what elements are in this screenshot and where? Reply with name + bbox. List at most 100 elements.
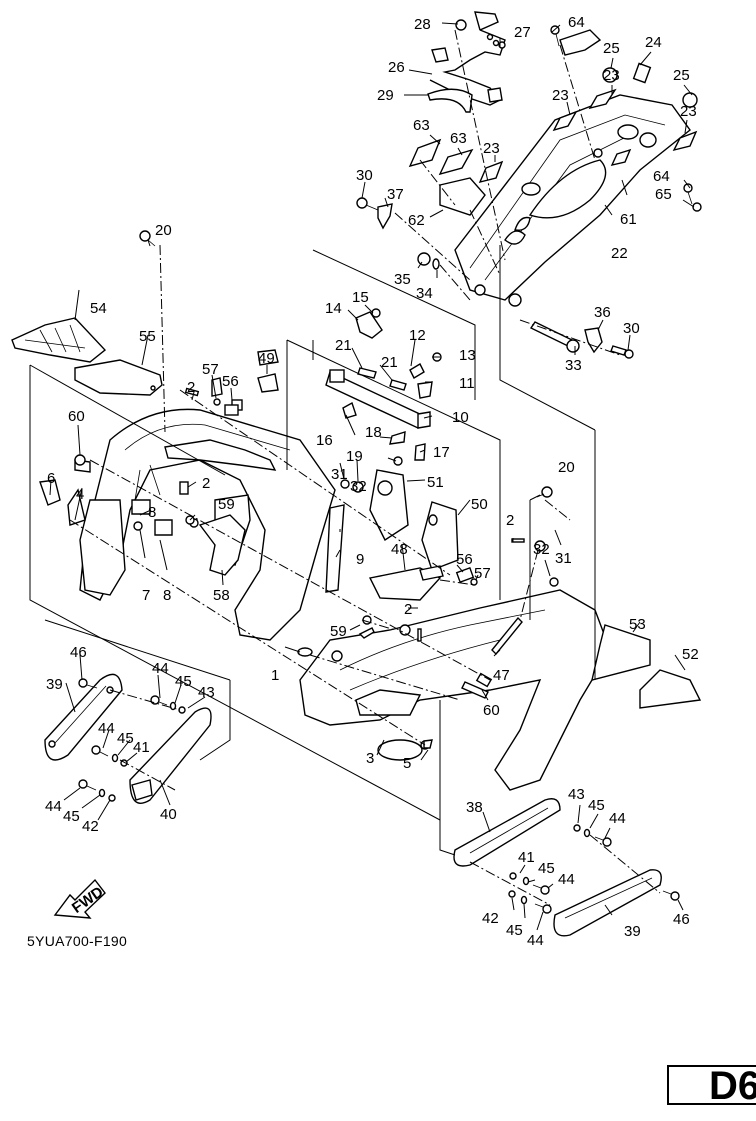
callout-45: 45 (117, 730, 134, 747)
callout-55: 55 (139, 328, 156, 345)
callout-8: 8 (148, 504, 156, 521)
page-badge-label: D6 (709, 1064, 756, 1108)
callout-52: 52 (682, 646, 699, 663)
lower-frame (297, 589, 611, 791)
leader-lines (49, 22, 695, 931)
callout-23: 23 (603, 67, 620, 84)
callout-58: 58 (213, 587, 230, 604)
callout-53: 53 (629, 616, 646, 633)
callout-31: 31 (331, 466, 348, 483)
callout-17: 17 (433, 444, 450, 461)
pads-23-63-62 (408, 62, 698, 216)
callout-44: 44 (609, 810, 626, 827)
callout-59: 59 (330, 623, 347, 640)
reference-lines (69, 29, 661, 906)
rail-39-left (44, 673, 123, 761)
page-badge: D6 (667, 1064, 756, 1108)
callout-8: 8 (163, 587, 171, 604)
rail-39-right (553, 869, 662, 937)
callout-60: 60 (68, 408, 85, 425)
callout-2: 2 (202, 475, 210, 492)
rail-fasteners (78, 678, 680, 914)
callout-44: 44 (98, 720, 115, 737)
callout-7: 7 (142, 587, 150, 604)
callout-60: 60 (483, 702, 500, 719)
callout-56: 56 (456, 551, 473, 568)
side-cover-53 (591, 624, 651, 681)
callout-25: 25 (673, 67, 690, 84)
rail-38 (453, 798, 561, 867)
spacer-56-nut-57-right (213, 398, 478, 586)
callout-39: 39 (46, 676, 63, 693)
callout-34: 34 (416, 285, 433, 302)
callout-13: 13 (459, 347, 476, 364)
callout-48: 48 (391, 541, 408, 558)
misc-fasteners (74, 230, 559, 749)
callout-11: 11 (459, 375, 475, 392)
side-cover-52 (639, 669, 702, 709)
callout-36: 36 (594, 304, 611, 321)
callout-41: 41 (133, 739, 150, 756)
callout-6: 6 (47, 470, 55, 487)
callout-9: 9 (356, 551, 364, 568)
callout-30: 30 (356, 167, 373, 184)
cover-plates-50-51 (369, 469, 459, 571)
callout-32: 32 (533, 541, 550, 558)
callout-23: 23 (552, 87, 569, 104)
callout-35: 35 (394, 271, 411, 288)
callout-42: 42 (482, 910, 499, 927)
callout-44: 44 (558, 871, 575, 888)
callout-51: 51 (427, 474, 444, 491)
callout-47: 47 (493, 667, 510, 684)
callout-59: 59 (218, 496, 235, 513)
callout-14: 14 (325, 300, 342, 317)
callout-41: 41 (518, 849, 535, 866)
callout-5: 5 (403, 755, 411, 772)
callout-4: 4 (76, 486, 84, 503)
callout-45: 45 (175, 673, 192, 690)
callout-21: 21 (335, 337, 352, 354)
cover-48 (368, 565, 444, 601)
callout-57: 57 (202, 361, 219, 378)
callout-27: 27 (514, 24, 531, 41)
callout-54: 54 (90, 300, 107, 317)
callout-46: 46 (70, 644, 87, 661)
callout-25: 25 (603, 40, 620, 57)
callout-20: 20 (155, 222, 172, 239)
assembly-boxes (29, 245, 596, 856)
callout-16: 16 (316, 432, 333, 449)
callout-31: 31 (555, 550, 572, 567)
callout-65: 65 (655, 186, 672, 203)
callout-39: 39 (624, 923, 641, 940)
rear-frame-part-22 (454, 94, 691, 307)
callout-12: 12 (409, 327, 426, 344)
callout-26: 26 (388, 59, 405, 76)
callout-1: 1 (271, 667, 279, 684)
callout-32: 32 (350, 478, 367, 495)
callout-42: 42 (82, 818, 99, 835)
grip-54 (11, 317, 107, 363)
callout-50: 50 (471, 496, 488, 513)
callout-3: 3 (366, 750, 374, 767)
connector-49 (257, 373, 279, 393)
callout-63: 63 (450, 130, 467, 147)
mounting-bar-10 (325, 308, 442, 466)
long-bolt-33-clip-36 (529, 321, 634, 359)
callout-43: 43 (198, 684, 215, 701)
callout-21: 21 (381, 354, 398, 371)
callout-64: 64 (653, 168, 670, 185)
callout-61: 61 (620, 211, 637, 228)
callout-45: 45 (538, 860, 555, 877)
pad-55 (74, 359, 163, 396)
callout-49: 49 (258, 350, 275, 367)
callout-38: 38 (466, 799, 483, 816)
fwd-arrow-icon: FWD (53, 878, 107, 919)
callout-45: 45 (506, 922, 523, 939)
callout-43: 43 (568, 786, 585, 803)
callout-33: 33 (565, 357, 582, 374)
bracket-assembly-26 (429, 11, 506, 106)
callout-57: 57 (474, 565, 491, 582)
callout-15: 15 (352, 289, 369, 306)
cover-58 (198, 514, 246, 576)
